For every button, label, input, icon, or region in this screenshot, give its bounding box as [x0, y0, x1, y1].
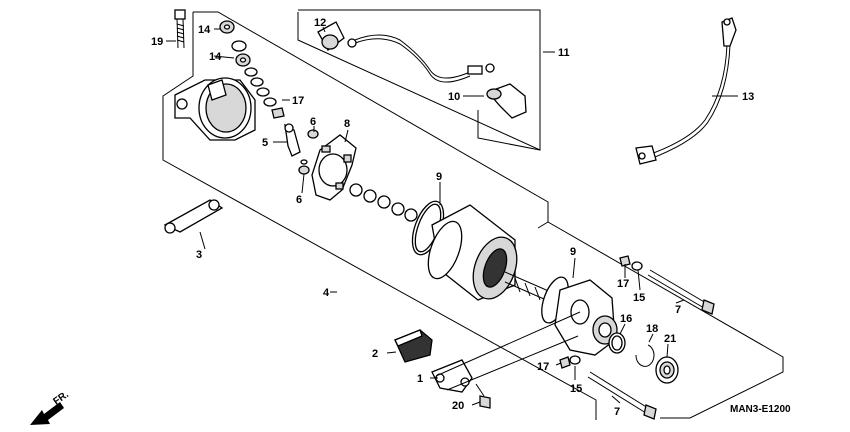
callout-6-upper: 6 — [310, 116, 316, 128]
washer-6-lower — [298, 159, 310, 175]
nut-stack-14 — [219, 20, 277, 107]
nut-17-lower — [559, 356, 571, 369]
terminal-bolt-5 — [284, 123, 301, 157]
terminal-cap-12 — [317, 21, 345, 51]
callout-2: 2 — [372, 348, 378, 360]
leader-lines — [166, 26, 738, 406]
rear-end-cover — [174, 77, 256, 141]
callout-21: 21 — [664, 333, 676, 345]
washer-6-upper — [307, 129, 319, 139]
callout-20: 20 — [452, 400, 464, 412]
assembly-boundary — [162, 11, 784, 420]
bolt-20 — [475, 383, 491, 409]
bracket-3 — [163, 199, 224, 234]
callout-5: 5 — [262, 137, 268, 149]
bearing-21 — [655, 356, 679, 384]
callout-17-top: 17 — [292, 95, 304, 107]
bolt-19 — [174, 9, 186, 49]
callout-15-lower: 15 — [570, 383, 582, 395]
brush-holder-8 — [311, 134, 357, 201]
circlip-18 — [635, 344, 655, 367]
callout-9-rear: 9 — [570, 246, 576, 258]
front-direction-arrow-icon — [30, 402, 64, 425]
starter-motor-yoke — [427, 204, 561, 307]
nut-17-top — [271, 107, 285, 119]
oil-seal-16 — [608, 332, 626, 354]
cable-clamp-10 — [486, 83, 527, 119]
through-bolt-7-upper — [647, 269, 715, 315]
through-bolt-7-lower — [587, 371, 657, 420]
callout-labels: 19 14 14 17 5 6 6 8 9 9 12 11 10 13 3 4 … — [151, 17, 754, 418]
callout-13: 13 — [742, 91, 754, 103]
front-end-cover — [554, 279, 618, 356]
callout-18: 18 — [646, 323, 658, 335]
callout-17-lower: 17 — [537, 361, 549, 373]
callout-14-upper: 14 — [198, 24, 211, 36]
callout-9-front: 9 — [436, 171, 442, 183]
brush-2 — [394, 329, 433, 363]
starter-cable-11 — [347, 34, 495, 83]
callout-1: 1 — [417, 373, 423, 385]
direction-label: FR. — [51, 389, 71, 407]
callout-15-right: 15 — [633, 292, 645, 304]
callout-19: 19 — [151, 36, 163, 48]
ground-cable-13 — [635, 17, 737, 165]
callout-7-lower: 7 — [614, 406, 620, 418]
nut-17-right — [619, 255, 631, 267]
callout-8: 8 — [344, 118, 350, 130]
callout-17-right: 17 — [617, 278, 629, 290]
callout-6-lower: 6 — [296, 194, 302, 206]
washer-15-right — [631, 261, 643, 271]
cable-group-frame — [297, 9, 541, 151]
callout-11: 11 — [558, 47, 570, 59]
washer-stack — [349, 183, 418, 222]
stay-plate-1 — [431, 359, 473, 393]
callout-10: 10 — [448, 91, 460, 103]
callout-16: 16 — [620, 313, 632, 325]
washer-15-lower — [569, 355, 581, 365]
diagram-code: MAN3-E1200 — [730, 404, 791, 415]
callout-4: 4 — [323, 287, 330, 299]
callout-12: 12 — [314, 17, 326, 29]
callout-7-upper: 7 — [675, 304, 681, 316]
callout-14-lower: 14 — [209, 51, 222, 63]
callout-3: 3 — [196, 249, 202, 261]
